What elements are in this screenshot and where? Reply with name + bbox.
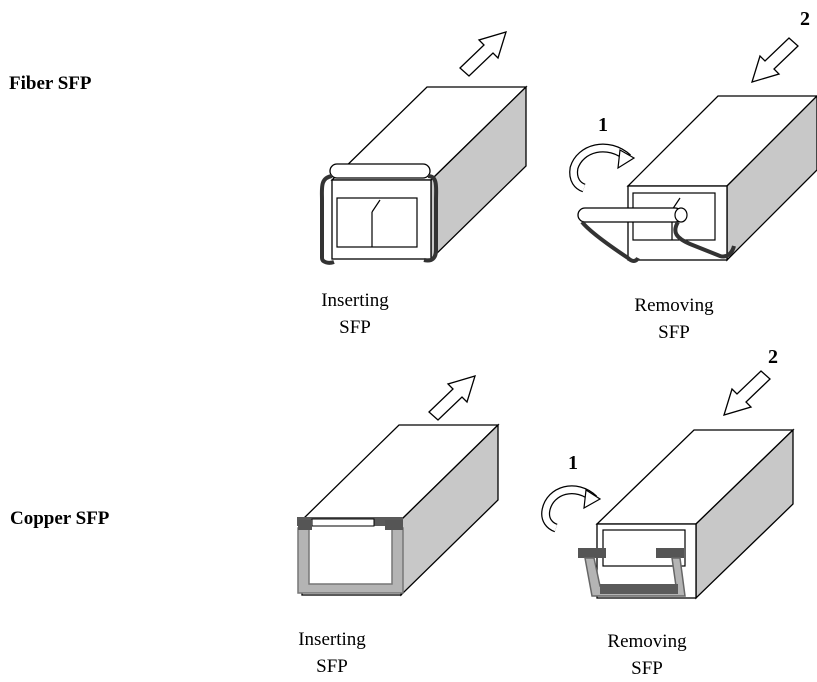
fiber-remove-rotate-arrow <box>569 143 636 193</box>
copper-removing-caption: Removing SFP <box>577 628 717 682</box>
fiber-insert-module <box>330 85 528 261</box>
fiber-inserting-caption: Inserting SFP <box>285 287 425 341</box>
copper-inserting-caption-line2: SFP <box>316 656 348 677</box>
fiber-insert-arrow <box>459 31 507 77</box>
fiber-remove-module <box>626 95 817 262</box>
copper-remove-latch <box>578 548 686 597</box>
copper-remove-rotate-arrow <box>541 485 602 533</box>
copper-removing-caption-line1: Removing <box>607 631 687 652</box>
copper-removing-caption-line2: SFP <box>631 658 663 679</box>
copper-remove-pull-arrow <box>723 370 771 416</box>
copper-insert-latch <box>297 517 404 594</box>
copper-remove-module <box>595 428 795 600</box>
copper-sfp-label: Copper SFP <box>10 508 110 529</box>
copper-inserting-caption: Inserting SFP <box>262 626 402 680</box>
fiber-inserting-caption-line1: Inserting <box>321 290 389 311</box>
copper-step-2-label: 2 <box>768 346 778 368</box>
fiber-removing-caption: Removing SFP <box>604 292 744 346</box>
copper-step-1-label: 1 <box>568 452 578 474</box>
fiber-insert-bail-latch <box>319 163 439 265</box>
copper-insert-arrow <box>428 375 476 421</box>
fiber-sfp-label: Fiber SFP <box>9 73 92 94</box>
fiber-removing-caption-line1: Removing <box>634 295 714 316</box>
fiber-remove-bail-latch <box>577 207 736 263</box>
fiber-step-2-label: 2 <box>800 8 810 30</box>
fiber-remove-pull-arrow <box>751 37 799 83</box>
fiber-removing-caption-line2: SFP <box>658 322 690 343</box>
fiber-step-1-label: 1 <box>598 114 608 136</box>
copper-inserting-caption-line1: Inserting <box>298 629 366 650</box>
fiber-inserting-caption-line2: SFP <box>339 317 371 338</box>
